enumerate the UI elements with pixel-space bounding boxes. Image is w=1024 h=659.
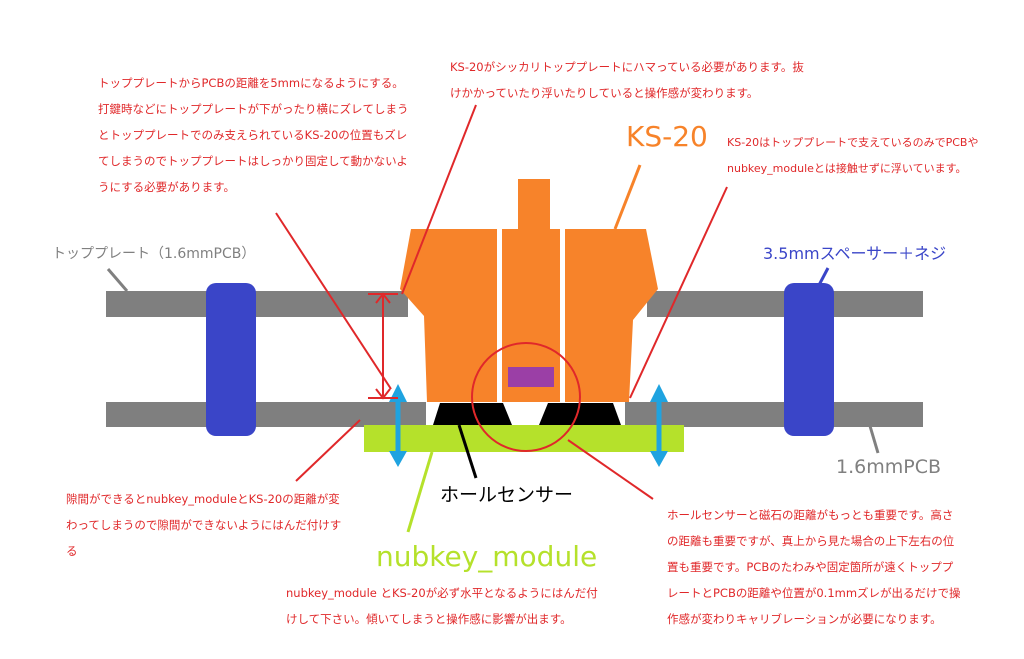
ks20-stem [518,179,550,229]
leader-plate-distance [275,212,392,390]
pcb-label: 1.6mmPCB [836,456,941,478]
leader-hall-sensor [457,424,478,479]
note-ks20-fit: KS-20がシッカリトッププレートにハマっている必要があります。抜けかかっていた… [450,60,804,100]
note-gap: 隙間ができるとnubkey_moduleとKS-20の距離が変わってしまうので隙… [66,492,342,558]
top-plate-left [106,291,408,317]
leader-ks20-fit [401,104,477,295]
module-gap-arrow-right-up [650,384,668,402]
ks20-housing-left [400,229,497,402]
ks20-label: KS-20 [626,120,708,153]
spacer-label: 3.5mmスペーサー＋ネジ [763,244,947,263]
hall-sensor-left [433,403,512,425]
top-plate-label: トッププレート（1.6mmPCB） [52,246,256,262]
sensor-magnet-highlight [471,342,581,452]
hall-sensor-right [539,403,621,425]
module-gap-arrow-left-down [389,451,407,467]
leader-gap [295,419,361,482]
spacer-left [206,283,256,436]
hall-sensor-label: ホールセンサー [440,484,574,506]
leader-sensor-distance [567,439,654,500]
ks20-housing-right [565,229,658,402]
leader-nubkey-module [406,451,434,533]
nubkey-module-label: nubkey_module [376,540,598,573]
note-sensor-distance: ホールセンサーと磁石の距離がもっとも重要です。高さの距離も重要ですが、真上から見… [667,508,961,626]
spacer-right [784,283,834,436]
plate-distance-dimension [368,292,398,400]
note-plate-distance: トッププレートからPCBの距離を5mmになるようにする。打鍵時などにトッププレー… [98,76,409,194]
leader-ks20-float [629,186,728,399]
nubkey-module-board [364,425,684,452]
leader-pcb [868,425,880,454]
leader-top-plate [106,268,129,292]
note-level: nubkey_module とKS-20が必ず水平となるようにはんだ付けして下さ… [286,586,598,626]
module-gap-arrow-right-down [650,451,668,467]
pcb-left [106,402,426,427]
pcb-right [625,402,923,427]
annotation-leaders [275,104,728,500]
magnet [508,367,554,387]
note-ks20-float: KS-20はトッププレートで支えているのみでPCBやnubkey_moduleと… [727,136,979,175]
leader-ks20 [613,164,642,230]
leader-spacer [816,267,830,288]
module-gap-arrow-left-up [389,384,407,402]
